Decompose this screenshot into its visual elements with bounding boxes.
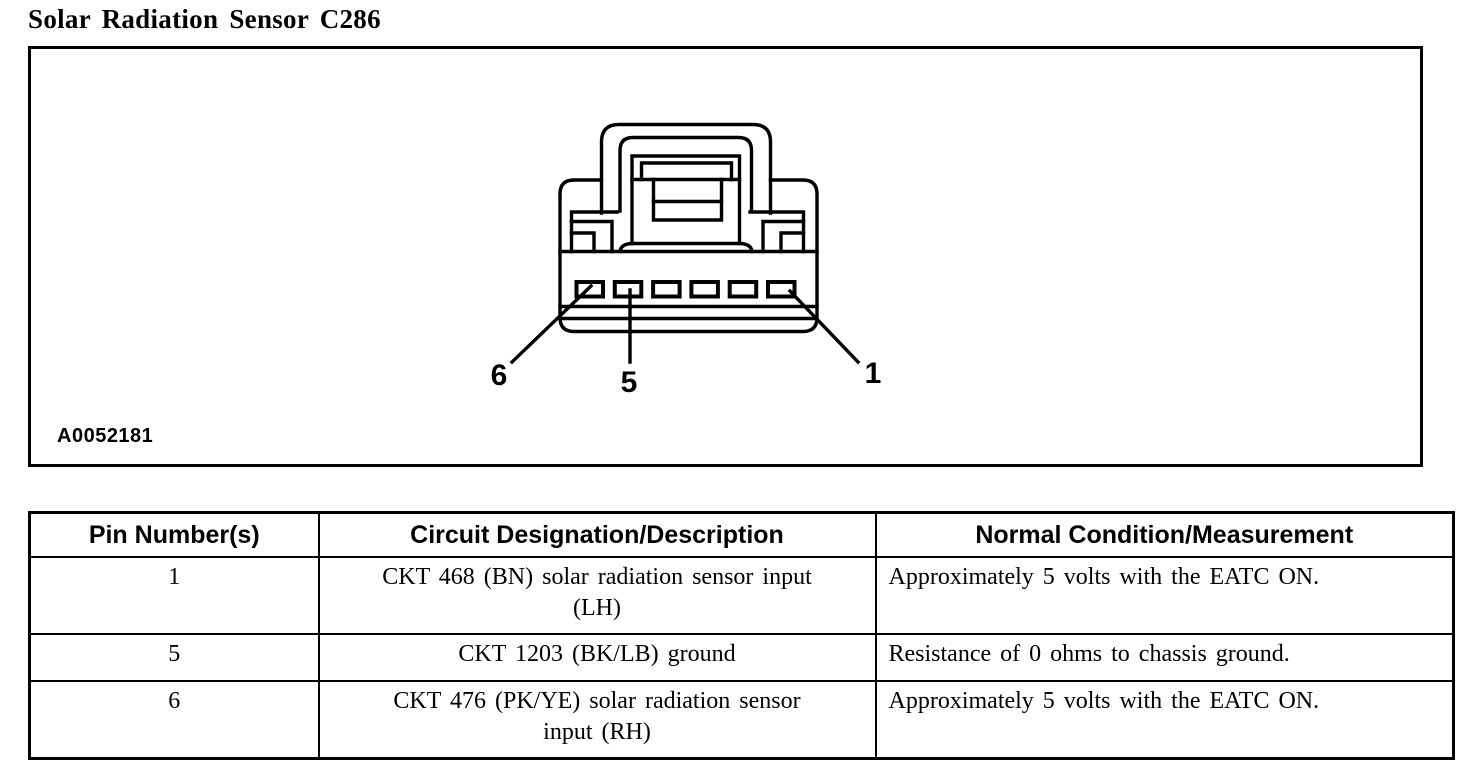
leader-line-pin6 <box>509 283 594 365</box>
cell-pin-number: 1 <box>28 556 320 635</box>
figure-id-label: A0052181 <box>57 425 154 447</box>
right-wing-outline <box>748 210 806 254</box>
leader-line-pin1 <box>787 288 861 365</box>
table-row-pin-6: 6 CKT 476 (PK/YE) solar radiation sensor… <box>28 680 1455 759</box>
left-wing-outline <box>569 210 619 254</box>
header-pin-number: Pin Number(s) <box>28 511 320 558</box>
cell-pin-number: 6 <box>28 680 320 759</box>
page-title: Solar Radiation Sensor C286 <box>28 4 381 34</box>
pin-callout-1: 1 <box>864 357 882 390</box>
pin-slot-4 <box>651 280 682 299</box>
pin-callout-5: 5 <box>620 366 638 399</box>
left-wing-step1 <box>569 219 614 254</box>
cell-circuit: CKT 1203 (BK/LB) ground <box>317 633 877 682</box>
pin-callout-6: 6 <box>490 359 508 392</box>
connector-body-outline <box>558 178 819 334</box>
pin-slot-6 <box>574 280 605 299</box>
header-normal-condition: Normal Condition/Measurement <box>874 511 1455 558</box>
cell-circuit: CKT 468 (BN) solar radiation sensor inpu… <box>317 556 877 635</box>
connector-diagram <box>509 122 861 365</box>
pin-slot-2 <box>727 280 759 299</box>
latch-arch-inner <box>618 135 754 213</box>
cell-condition: Resistance of 0 ohms to chassis ground. <box>874 633 1455 682</box>
cell-condition: Approximately 5 volts with the EATC ON. <box>874 556 1455 635</box>
header-circuit-designation: Circuit Designation/Description <box>317 511 877 558</box>
pin-slot-1 <box>766 280 797 299</box>
connector-figure-box: 6 5 1 A0052181 <box>28 46 1423 467</box>
right-wing-step2 <box>779 231 806 254</box>
cell-pin-number: 5 <box>28 633 320 682</box>
tower-shelf <box>618 241 754 254</box>
left-wing-step2 <box>569 231 596 254</box>
table-header-row: Pin Number(s) Circuit Designation/Descri… <box>28 511 1455 558</box>
right-wing-step1 <box>761 219 806 254</box>
tower-cap-recess <box>639 161 734 182</box>
pinout-table: Pin Number(s) Circuit Designation/Descri… <box>28 511 1455 760</box>
table-row-pin-5: 5 CKT 1203 (BK/LB) ground Resistance of … <box>28 633 1455 682</box>
cell-circuit: CKT 476 (PK/YE) solar radiation sensor i… <box>317 680 877 759</box>
cell-condition: Approximately 5 volts with the EATC ON. <box>874 680 1455 759</box>
table-row-pin-1: 1 CKT 468 (BN) solar radiation sensor in… <box>28 556 1455 635</box>
tower-outline <box>630 154 742 246</box>
latch-arch-outer <box>599 122 773 215</box>
pin-slot-3 <box>689 280 720 299</box>
pin-slot-5 <box>612 280 644 299</box>
tower-middle-box <box>651 177 724 222</box>
